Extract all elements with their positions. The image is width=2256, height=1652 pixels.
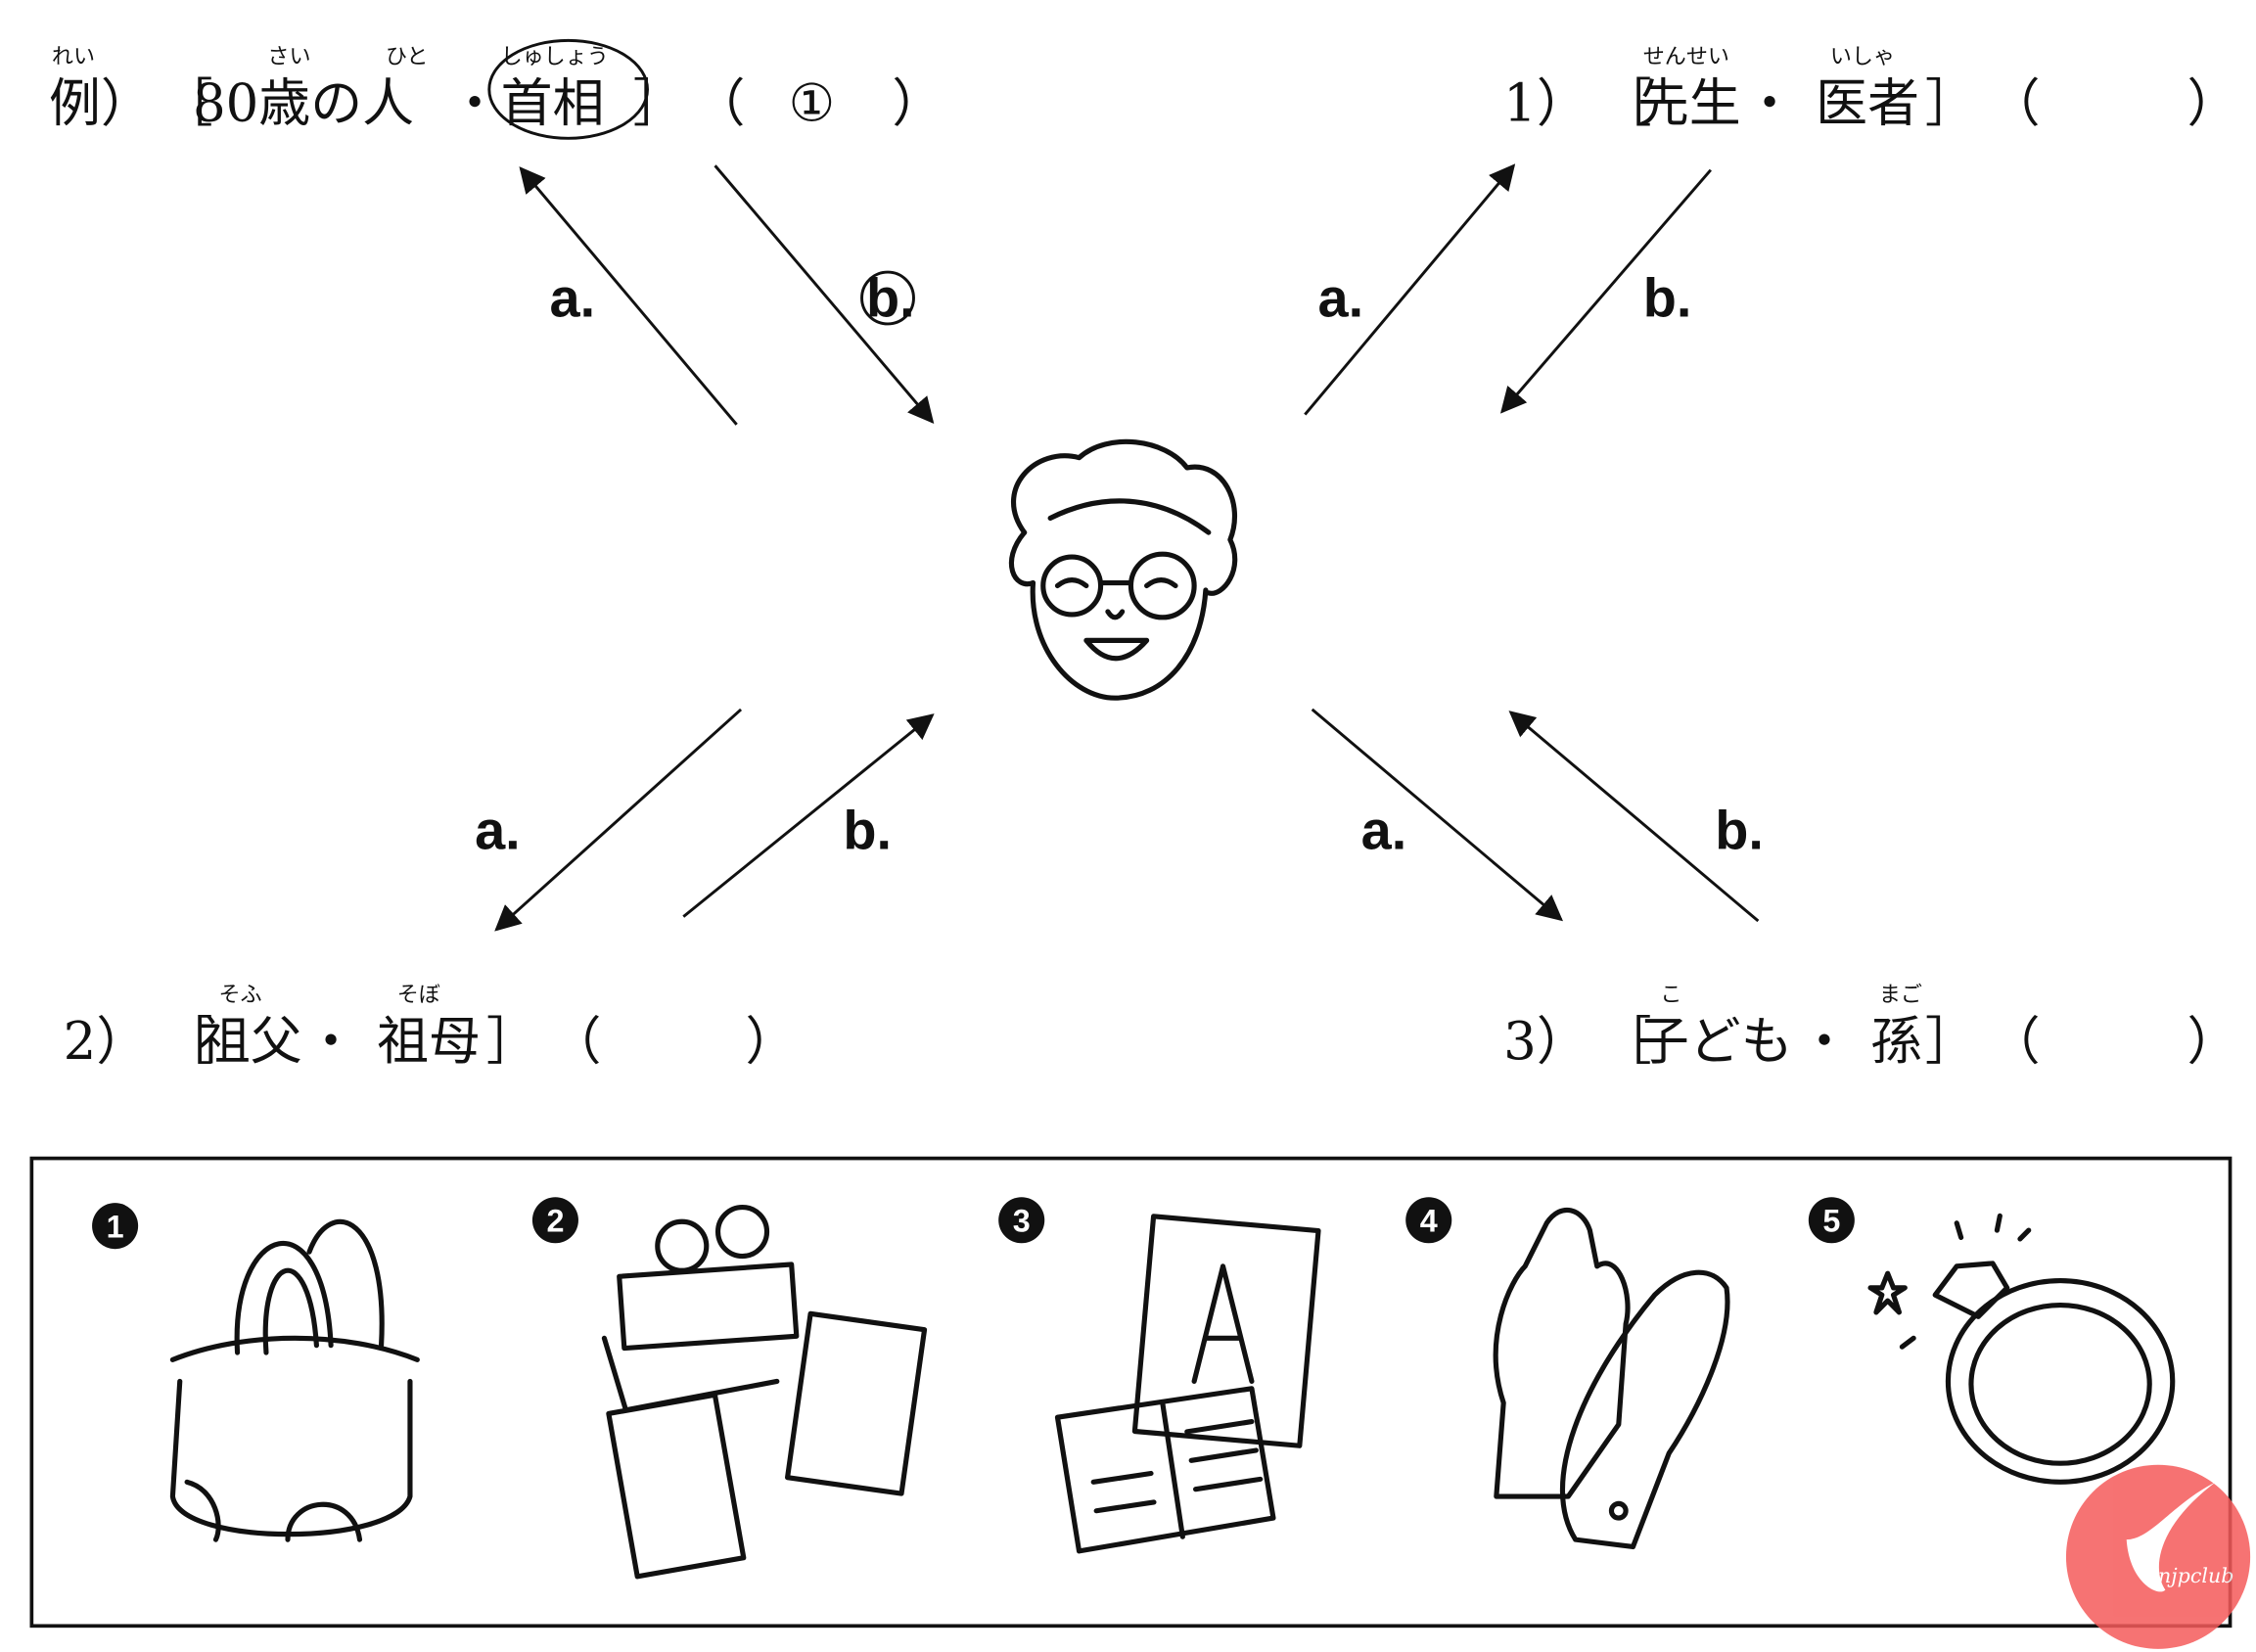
grandmother-face-icon	[1008, 438, 1238, 701]
arrow-a-2	[494, 708, 743, 932]
arrow-label-b: b.	[866, 267, 915, 329]
answer-close: ）	[2187, 74, 2238, 134]
ruby: れい	[52, 45, 95, 69]
arrow-label-b: b.	[1715, 800, 1764, 861]
money-envelope-icon	[601, 1204, 928, 1580]
ruby: そぼ	[397, 983, 440, 1007]
handbag-icon	[169, 1218, 420, 1542]
ruby: まご	[1879, 983, 1922, 1007]
option-word-1: 先生	[1637, 74, 1741, 134]
option-word-2: 孫	[1870, 1012, 1922, 1072]
postcard-icon	[1054, 1214, 1321, 1554]
option-1[interactable]: 1	[92, 1203, 420, 1542]
arrow-label-b: b.	[843, 800, 892, 861]
bracket-close: ］	[633, 74, 685, 134]
option-number: 1	[107, 1209, 124, 1244]
arrow-b-1	[1499, 168, 1712, 414]
option-word-1: 祖父	[199, 1012, 302, 1072]
arrow-b-example	[714, 164, 935, 424]
ruby: さい	[267, 45, 310, 69]
gloves-icon	[1493, 1207, 1730, 1550]
option-word-2: 祖母	[377, 1012, 481, 1072]
option-number: 5	[1822, 1204, 1840, 1239]
arrow-label-a: a.	[1361, 800, 1407, 861]
option-5[interactable]: 5	[1808, 1197, 2176, 1485]
example-prefix: 例）	[49, 74, 153, 134]
arrow-a-1	[1304, 163, 1516, 416]
bracket-open: ［	[1600, 1012, 1652, 1072]
answer-open: （	[694, 74, 746, 134]
arrow-b-3	[1508, 711, 1760, 923]
bracket-open: ［	[161, 1012, 213, 1072]
option-word-2: 医者	[1816, 74, 1919, 134]
option-number: 2	[546, 1204, 564, 1239]
option-number: 4	[1420, 1204, 1438, 1239]
ruby: こ	[1660, 983, 1681, 1007]
option-word-2: 首相	[501, 74, 605, 134]
question-number: 2）	[64, 1012, 149, 1072]
arrow-label-b: b.	[1643, 267, 1692, 329]
option-word-1: 80歳の人	[193, 74, 414, 134]
arrow-b-2	[682, 713, 935, 918]
answer-close: ）	[745, 1012, 797, 1072]
bracket-close: ］	[1925, 1012, 1977, 1072]
arrow-a-example	[519, 166, 738, 426]
arrow-label-a: a.	[550, 267, 596, 329]
answer-circle	[487, 38, 649, 140]
arrow-label-a: a.	[1318, 267, 1364, 329]
options-box: 1 2 3	[29, 1156, 2233, 1629]
question-2: 2） ［ そふ 祖父 ・ そぼ 祖母 ］ （ ）	[64, 983, 798, 1072]
njpclub-logo: njpclub	[2065, 1464, 2251, 1649]
ruby: ひと	[386, 45, 428, 69]
answer: ①	[789, 74, 835, 134]
answer-open[interactable]: （	[1989, 1012, 2041, 1072]
answer-circle	[860, 270, 915, 326]
separator: ・	[305, 1012, 357, 1072]
example-question: れい 例） ［ さい ひと 80歳の人 ・ しゅしょう 首相 ］ （ ① ）	[49, 38, 944, 140]
answer-open[interactable]: （	[550, 1012, 602, 1072]
option-word-1: 子ども	[1637, 1012, 1793, 1072]
separator: ・	[1799, 1012, 1851, 1072]
arrows: a. b. a. b. a. b. a. b.	[475, 163, 1764, 932]
ruby: せんせい	[1643, 45, 1729, 69]
option-4[interactable]: 4	[1405, 1197, 1730, 1550]
bracket-open: ［	[1600, 74, 1652, 134]
question-3: 3） ［ こ 子ども ・ まご 孫 ］ （ ）	[1503, 983, 2238, 1072]
answer-close: ）	[892, 74, 944, 134]
bracket-close: ］	[1925, 74, 1977, 134]
ruby: そふ	[218, 983, 261, 1007]
arrow-a-3	[1311, 708, 1563, 922]
ruby: いしゃ	[1830, 45, 1895, 69]
separator: ・	[1744, 74, 1796, 134]
question-1: 1） ［ せんせい 先生 ・ いしゃ 医者 ］ （ ）	[1503, 45, 2238, 134]
bracket-close: ］	[486, 1012, 538, 1072]
question-number: 3）	[1503, 1012, 1588, 1072]
option-2[interactable]: 2	[531, 1197, 928, 1580]
arrow-label-a: a.	[475, 800, 521, 861]
answer-open[interactable]: （	[1989, 74, 2041, 134]
answer-close: ）	[2187, 1012, 2238, 1072]
ring-icon	[1867, 1213, 2176, 1485]
question-number: 1）	[1503, 74, 1588, 134]
ruby: しゅしょう	[501, 45, 609, 69]
bracket-open: ［	[161, 74, 213, 134]
option-3[interactable]: 3	[998, 1197, 1321, 1554]
svg-text:njpclub: njpclub	[2158, 1564, 2233, 1587]
option-number: 3	[1013, 1204, 1031, 1239]
